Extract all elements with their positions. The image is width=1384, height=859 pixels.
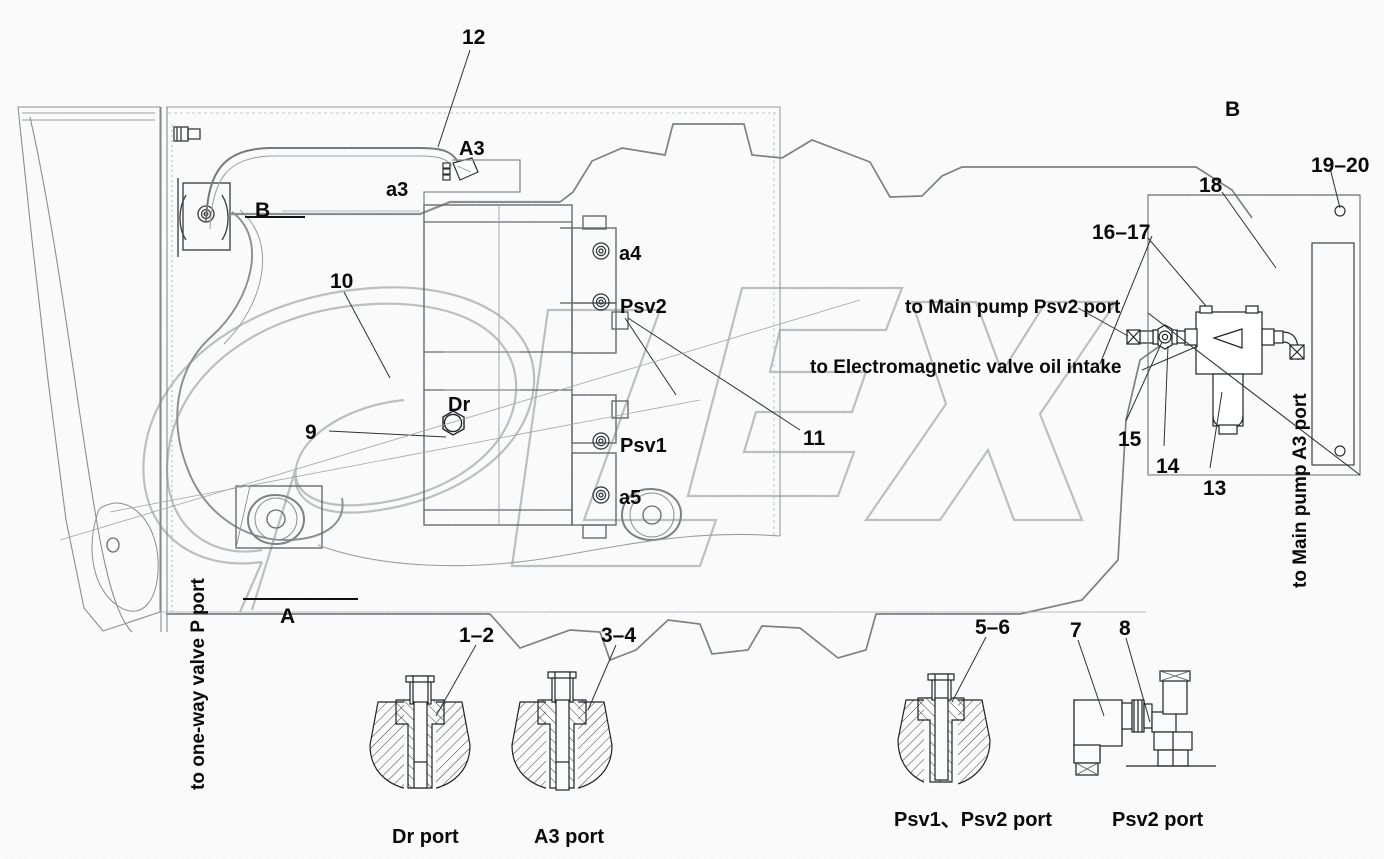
vertical-text-v_oneway: to one-way valve P port	[188, 578, 209, 790]
port-label-pPsv1: Psv1	[620, 435, 667, 457]
item-number-n11: 11	[803, 427, 826, 450]
dr-hex-nut	[442, 410, 465, 436]
item-number-n15: 15	[1118, 428, 1142, 451]
detail-caption-cap_psv2: Psv2 port	[1112, 809, 1204, 831]
hose-lower-zigzag	[166, 339, 1169, 662]
section-mark-secA_left: A	[280, 605, 296, 628]
detail-caption-cap_a3: A3 port	[534, 826, 604, 848]
detail-dr-port	[369, 675, 471, 792]
port-label-pa4: a4	[619, 243, 642, 265]
item-number-n8: 8	[1119, 617, 1131, 640]
port-label-pa5: a5	[619, 487, 642, 509]
item-number-n12b: 1–2	[459, 624, 495, 647]
machine-contour	[166, 106, 781, 567]
item-number-n13: 13	[1203, 477, 1227, 500]
port-label-pa3: a3	[386, 179, 409, 201]
bracket-plate-b	[177, 178, 231, 257]
detail-caption-cap_dr: Dr port	[392, 826, 459, 848]
detail-psv2-elbow	[1073, 670, 1216, 776]
pilot-valve-block	[423, 159, 573, 526]
hose-upper-zigzag	[559, 123, 1253, 219]
port-label-pDr: Dr	[448, 394, 471, 416]
main-linework	[17, 49, 1361, 792]
item-number-n7: 7	[1070, 619, 1082, 642]
vertical-text-v_a3port: to Main pump A3 port	[1290, 393, 1311, 588]
watermark-plex	[142, 286, 1119, 613]
callout-text-t_psv2_port: to Main pump Psv2 port	[905, 297, 1121, 318]
filter-valve-assembly	[1126, 305, 1305, 435]
hose-10	[176, 209, 344, 541]
right-lower-boss	[620, 487, 683, 542]
section-tick-b-left	[245, 216, 305, 218]
item-number-n56: 5–6	[975, 616, 1011, 639]
detail-caption-cap_psv12: Psv1、Psv2 port	[894, 809, 1052, 831]
item-number-n12: 12	[462, 26, 486, 49]
port-eyelets	[592, 242, 610, 504]
section-construction-lines	[59, 299, 1146, 613]
item-number-n1920: 19–20	[1311, 154, 1370, 177]
right-mounting-plate	[1147, 194, 1361, 476]
a3-fitting	[442, 157, 479, 181]
section-mark-secB_left: B	[255, 199, 271, 222]
hose-b-run	[228, 200, 560, 216]
item-number-n34: 3–4	[601, 624, 637, 647]
hose-12	[205, 147, 459, 230]
port-label-pA3: A3	[459, 138, 485, 160]
port-column	[560, 215, 629, 539]
detail-psv12-port	[897, 673, 991, 788]
item-number-n10: 10	[330, 270, 354, 293]
item-number-n9: 9	[305, 421, 317, 444]
vertical-rail	[160, 107, 173, 632]
left-lower-boss	[235, 485, 323, 549]
section-tick-a-left	[243, 598, 358, 600]
leader-lines	[328, 49, 1341, 723]
item-number-n1617: 16–17	[1092, 221, 1151, 244]
port-label-pPsv2: Psv2	[620, 296, 667, 318]
detail-a3-port	[511, 671, 613, 792]
section-mark-secB_right: B	[1225, 98, 1241, 121]
item-number-n18: 18	[1199, 174, 1223, 197]
callout-text-t_emag_valve: to Electromagnetic valve oil intake	[810, 357, 1122, 378]
left-panel-outline	[17, 106, 161, 633]
top-bracket-bolt	[173, 126, 201, 142]
item-number-n14: 14	[1156, 455, 1180, 478]
